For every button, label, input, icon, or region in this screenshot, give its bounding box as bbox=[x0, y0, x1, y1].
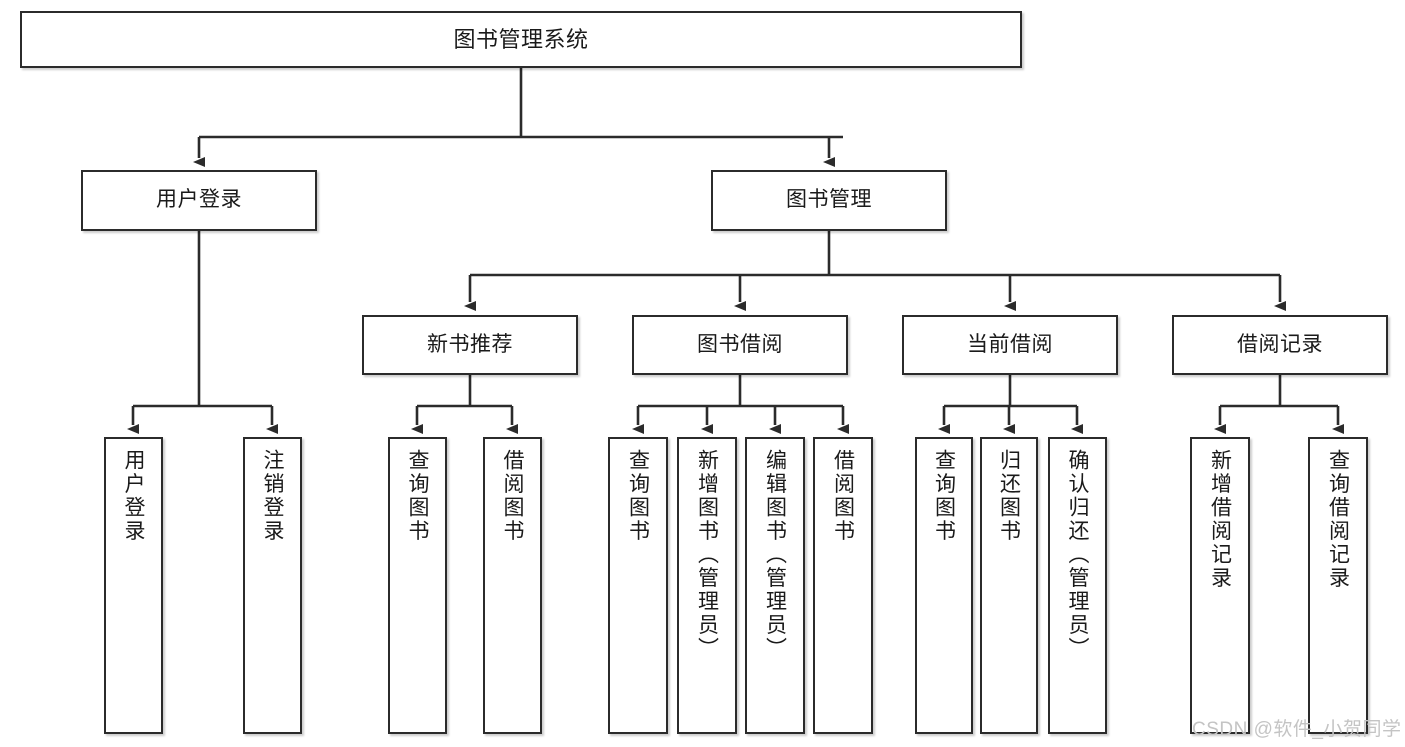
node-leaf-logout[interactable]: 注销登录 bbox=[243, 437, 302, 734]
node-leaf-borrow-book-2-label: 借阅图书 bbox=[831, 449, 855, 543]
node-leaf-query-borrow-record[interactable]: 查询借阅记录 bbox=[1308, 437, 1368, 734]
node-new-book-recommend-label: 新书推荐 bbox=[427, 332, 513, 356]
node-leaf-query-book-3-label: 查询图书 bbox=[932, 449, 956, 543]
node-leaf-confirm-return-admin[interactable]: 确认归还（管理员） bbox=[1048, 437, 1107, 734]
node-root[interactable]: 图书管理系统 bbox=[20, 11, 1022, 68]
node-leaf-confirm-return-admin-label: 确认归还（管理员） bbox=[1066, 449, 1089, 661]
node-leaf-return-book-label: 归还图书 bbox=[997, 449, 1021, 543]
node-leaf-add-book-admin[interactable]: 新增图书（管理员） bbox=[677, 437, 737, 734]
node-leaf-user-login[interactable]: 用户登录 bbox=[104, 437, 163, 734]
node-new-book-recommend[interactable]: 新书推荐 bbox=[362, 315, 578, 375]
node-book-management[interactable]: 图书管理 bbox=[711, 170, 947, 231]
node-borrow-record[interactable]: 借阅记录 bbox=[1172, 315, 1388, 375]
node-leaf-edit-book-admin-label: 编辑图书（管理员） bbox=[763, 449, 787, 661]
node-leaf-add-borrow-record[interactable]: 新增借阅记录 bbox=[1190, 437, 1250, 734]
node-book-borrow[interactable]: 图书借阅 bbox=[632, 315, 848, 375]
node-current-borrow-label: 当前借阅 bbox=[967, 332, 1053, 356]
node-leaf-query-book-1-label: 查询图书 bbox=[406, 449, 429, 543]
node-book-management-label: 图书管理 bbox=[786, 188, 872, 212]
node-leaf-add-book-admin-label: 新增图书（管理员） bbox=[695, 449, 719, 661]
node-leaf-logout-label: 注销登录 bbox=[261, 449, 284, 543]
node-leaf-query-book-2[interactable]: 查询图书 bbox=[608, 437, 668, 734]
node-book-borrow-label: 图书借阅 bbox=[697, 332, 783, 356]
node-user-login-label: 用户登录 bbox=[156, 188, 242, 212]
node-leaf-query-borrow-record-label: 查询借阅记录 bbox=[1326, 449, 1350, 590]
node-root-label: 图书管理系统 bbox=[453, 26, 589, 52]
node-leaf-query-book-2-label: 查询图书 bbox=[626, 449, 650, 543]
node-leaf-query-book-1[interactable]: 查询图书 bbox=[388, 437, 447, 734]
node-leaf-add-borrow-record-label: 新增借阅记录 bbox=[1208, 449, 1232, 590]
node-leaf-borrow-book-1[interactable]: 借阅图书 bbox=[483, 437, 542, 734]
node-leaf-borrow-book-2[interactable]: 借阅图书 bbox=[813, 437, 873, 734]
node-borrow-record-label: 借阅记录 bbox=[1237, 332, 1323, 356]
node-leaf-edit-book-admin[interactable]: 编辑图书（管理员） bbox=[745, 437, 805, 734]
node-leaf-query-book-3[interactable]: 查询图书 bbox=[915, 437, 973, 734]
node-leaf-user-login-label: 用户登录 bbox=[122, 449, 145, 543]
node-leaf-return-book[interactable]: 归还图书 bbox=[980, 437, 1038, 734]
node-leaf-borrow-book-1-label: 借阅图书 bbox=[501, 449, 524, 543]
node-user-login[interactable]: 用户登录 bbox=[81, 170, 317, 231]
node-current-borrow[interactable]: 当前借阅 bbox=[902, 315, 1118, 375]
